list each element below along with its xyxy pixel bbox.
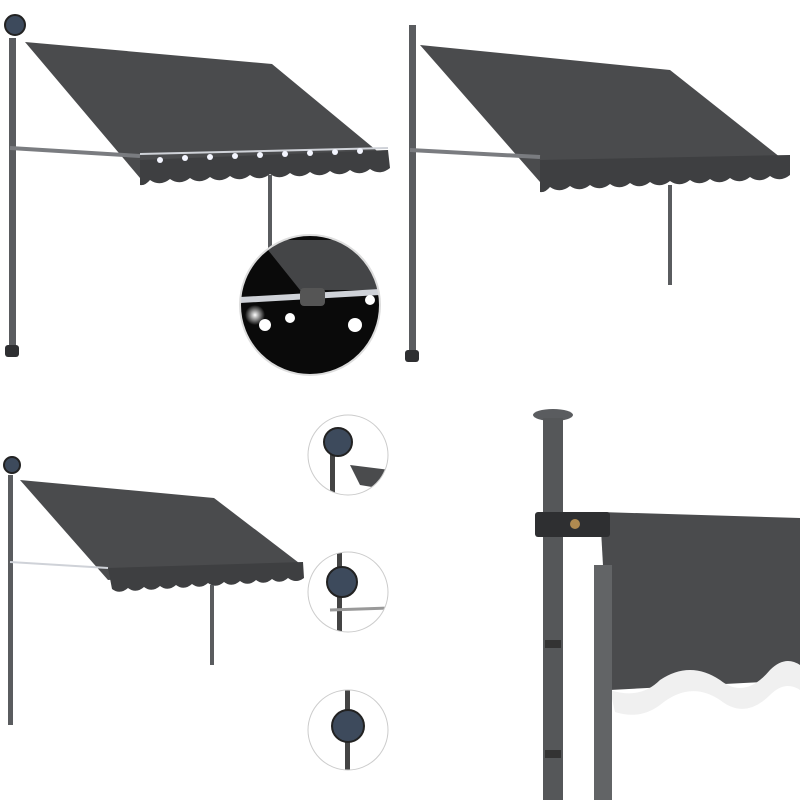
arm <box>594 565 612 800</box>
solar-panel-icon <box>323 427 353 457</box>
pole <box>543 418 563 800</box>
left-pole <box>8 475 13 725</box>
support-pole <box>268 175 272 250</box>
led-closeup-inset <box>240 235 380 375</box>
solar-closeup-3 <box>308 690 388 770</box>
awning-fabric <box>25 42 388 178</box>
awning-fabric <box>600 512 800 690</box>
pole-clamp <box>545 640 561 648</box>
valance-edge <box>610 661 800 715</box>
support-pole <box>210 585 214 665</box>
support-pole <box>668 185 672 285</box>
bracket-closeup <box>533 409 800 800</box>
awning-small-view <box>3 456 304 725</box>
pole-clamp <box>545 750 561 758</box>
awning-valance <box>540 155 790 193</box>
solar-panel-icon <box>3 456 21 474</box>
solar-panel-icon <box>326 566 358 598</box>
pole-foot <box>5 345 19 357</box>
awning-valance <box>108 562 304 592</box>
awning-view <box>405 25 790 362</box>
arm <box>409 148 541 159</box>
awning-fabric <box>20 480 303 580</box>
solar-panel-icon <box>4 14 26 36</box>
solar-panel-icon <box>331 709 365 743</box>
left-pole <box>409 25 416 355</box>
left-pole <box>9 38 16 353</box>
awning-valance <box>140 150 390 186</box>
led-strip <box>9 561 109 569</box>
arm <box>9 146 141 158</box>
pole-foot <box>405 350 419 362</box>
solar-closeup-2 <box>308 552 388 632</box>
awning-with-led-view <box>4 14 390 376</box>
led-strip <box>139 147 389 155</box>
led-lights <box>157 148 363 163</box>
awning-fabric <box>420 45 790 182</box>
bracket-screw <box>570 519 580 529</box>
